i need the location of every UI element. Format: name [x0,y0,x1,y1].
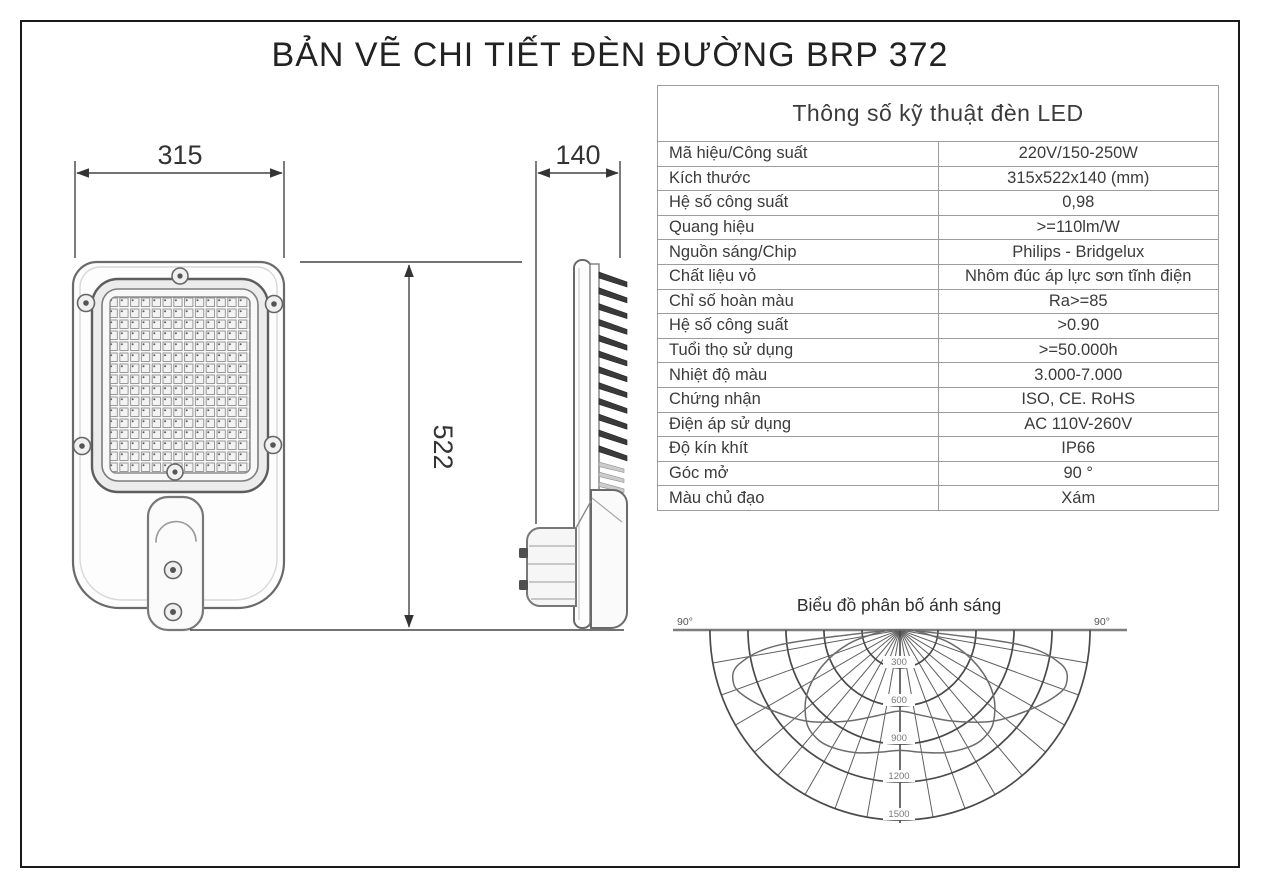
spec-value: 0,98 [937,190,1219,216]
ring-value-label: 900 [891,733,907,744]
spec-label: Độ kín khít [657,436,939,462]
spec-value: Philips - Bridgelux [937,239,1219,265]
spec-label: Chỉ số hoàn màu [657,288,939,315]
spec-table-title: Thông số kỹ thuật đèn LED [657,85,1219,142]
spec-value: ISO, CE. RoHS [937,386,1219,413]
polar-angle-label-right: 90° [1094,616,1110,628]
spec-value: Ra>=85 [937,288,1219,315]
heatsink-fins [598,271,628,493]
spec-label: Kích thước [657,165,939,192]
spec-label: Nhiệt độ màu [657,362,939,388]
dim-label-height: 522 [428,424,458,469]
spec-label: Tuổi thọ sử dụng [657,337,939,364]
spec-row: Quang hiệu>=110lm/W [657,214,1219,241]
polar-chart-title: Biểu đồ phân bố ánh sáng [797,595,1001,615]
polar-chart: 90° 90° 300 600 900 1200 1500 [673,616,1127,824]
spec-value: Nhôm đúc áp lực sơn tĩnh điện [937,263,1219,290]
ring-value-label: 1500 [888,809,909,820]
spec-value: >=110lm/W [937,214,1219,241]
spec-table: Thông số kỹ thuật đèn LED Mã hiệu/Công s… [657,85,1219,511]
spec-value: 3.000-7.000 [937,362,1219,388]
spec-label: Màu chủ đạo [657,485,939,511]
spec-value: Xám [937,485,1219,511]
spec-value: >0.90 [937,313,1219,339]
spec-label: Góc mở [657,460,939,487]
dim-label-depth: 140 [555,140,600,170]
spec-value: AC 110V-260V [937,411,1219,438]
spec-value: 315x522x140 (mm) [937,165,1219,192]
spec-row: Hệ số công suất>0.90 [657,313,1219,339]
spec-label: Hệ số công suất [657,190,939,216]
side-bracket [526,527,577,607]
side-view [519,259,628,629]
spec-value: >=50.000h [937,337,1219,364]
spec-value: 220V/150-250W [937,141,1219,167]
front-led-panel [109,296,251,474]
ring-value-label: 600 [891,695,907,706]
spec-row: Tuổi thọ sử dụng>=50.000h [657,337,1219,364]
side-bracket-pins [519,548,528,590]
bracket-screws [163,560,183,622]
spec-label: Chất liệu vỏ [657,263,939,290]
spec-value: 90 ° [937,460,1219,487]
ring-value-label: 1200 [888,771,909,782]
spec-label: Quang hiệu [657,214,939,241]
front-view [71,260,286,632]
spec-label: Nguồn sáng/Chip [657,239,939,265]
dimension-annotations [74,161,624,631]
polar-angle-label-left: 90° [677,616,693,628]
spec-label: Mã hiệu/Công suất [657,141,939,167]
page-title: BẢN VẼ CHI TIẾT ĐÈN ĐƯỜNG BRP 372 [271,36,949,74]
dim-label-width: 315 [157,140,202,170]
spec-label: Hệ số công suất [657,313,939,339]
spec-label: Chứng nhận [657,386,939,413]
intensity-curve [731,629,1069,723]
intensity-curve [804,629,996,754]
spec-label: Điện áp sử dụng [657,411,939,438]
ring-value-label: 300 [891,657,907,668]
spec-value: IP66 [937,436,1219,462]
side-lower-housing [590,489,628,629]
